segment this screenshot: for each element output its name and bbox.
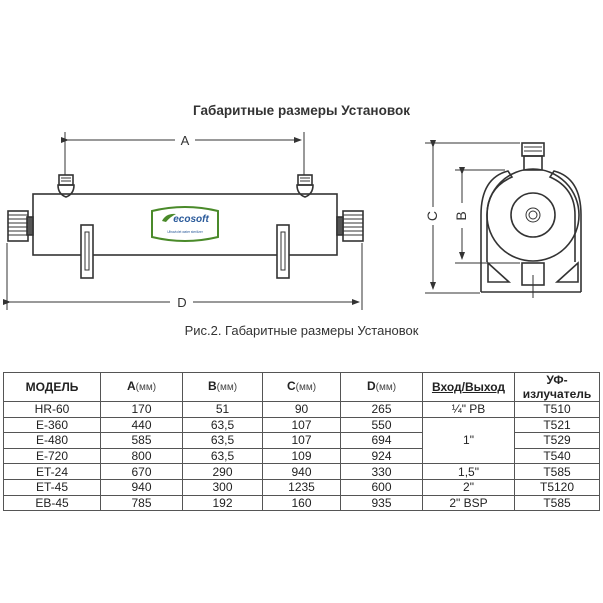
cell-model: ET-45: [3, 478, 101, 496]
cell-d: 330: [340, 463, 423, 480]
dimension-a-label: A: [181, 133, 190, 148]
cell-c: 107: [262, 432, 341, 449]
cell-b: 51: [182, 401, 263, 418]
cell-a: 800: [100, 447, 183, 465]
cell-c: 107: [262, 416, 341, 434]
cell-d: 924: [340, 447, 423, 465]
cell-d: 600: [340, 478, 423, 496]
table-row: E-360 440 63,5 107 550 1" T521: [3, 416, 600, 465]
table-row: ET-45 940 300 1235 600 2" T5120: [3, 478, 600, 496]
outlet-port: [297, 174, 313, 186]
cell-a: 785: [100, 494, 183, 512]
cell-a: 440: [100, 416, 183, 434]
cell-io: 1,5": [422, 463, 515, 480]
cell-model: E-720: [3, 447, 101, 465]
figure-caption: Рис.2. Габаритные размеры Установок: [184, 323, 419, 338]
header-a: A(мм): [100, 372, 183, 402]
cell-d: 694: [340, 432, 423, 449]
cell-a: 670: [100, 463, 183, 480]
cell-io: 2": [422, 478, 515, 496]
header-d: D(мм): [340, 372, 423, 402]
logo-tagline: Ultraviolet water sterilizer: [167, 230, 204, 234]
lamp-circle: [525, 207, 541, 223]
cell-d: 935: [340, 494, 423, 512]
table-header-row: МОДЕЛЬ A(мм) B(мм) C(мм) D(мм) Вход/Выхо…: [3, 372, 600, 402]
side-view: [3, 132, 364, 310]
cell-lamp: T5120: [514, 478, 600, 496]
cell-c: 160: [262, 494, 341, 512]
cell-lamp: T521: [514, 416, 600, 434]
cell-model: E-480: [3, 432, 101, 449]
cell-io: 2" BSP: [422, 494, 515, 512]
table-row: E-480 585 63,5 107 694 T529: [3, 432, 600, 449]
cell-c: 109: [262, 447, 341, 465]
cell-io-merged: 1": [422, 416, 515, 465]
cell-d: 550: [340, 416, 423, 434]
dimension-drawing: A D ecosoft Ultraviolet water sterilizer: [3, 132, 582, 310]
inlet-port-base: [57, 184, 75, 198]
foot-right: [554, 261, 579, 283]
table-row: HR-60 170 51 90 265 ¼" PB T510: [3, 401, 600, 418]
dimension-b-label: B: [453, 211, 469, 220]
cell-b: 63,5: [182, 416, 263, 434]
cell-a: 940: [100, 478, 183, 496]
cell-c: 90: [262, 401, 341, 418]
cell-model: ET-24: [3, 463, 101, 480]
cell-a: 585: [100, 432, 183, 449]
cell-b: 192: [182, 494, 263, 512]
cell-lamp: T585: [514, 463, 600, 480]
outlet-port-base: [296, 184, 314, 198]
cell-b: 63,5: [182, 447, 263, 465]
table-row: E-720 800 63,5 109 924 T540: [3, 447, 600, 465]
dimension-c-label: C: [424, 211, 440, 221]
cell-b: 300: [182, 478, 263, 496]
mounting-clip-right: [276, 224, 290, 279]
cell-d: 265: [340, 401, 423, 418]
cell-a: 170: [100, 401, 183, 418]
cell-c: 1235: [262, 478, 341, 496]
lamp-sleeve-circle: [510, 192, 556, 238]
cell-b: 290: [182, 463, 263, 480]
dimensions-table: МОДЕЛЬ A(мм) B(мм) C(мм) D(мм) Вход/Выхо…: [3, 372, 600, 512]
end-port-neck: [523, 155, 543, 171]
cell-lamp: T529: [514, 432, 600, 449]
cell-model: E-360: [3, 416, 101, 434]
table-row: ET-24 670 290 940 330 1,5" T585: [3, 463, 600, 480]
cell-io: ¼" PB: [422, 401, 515, 418]
cell-c: 940: [262, 463, 341, 480]
header-inlet-outlet: Вход/Выход: [422, 372, 515, 402]
cell-b: 63,5: [182, 432, 263, 449]
dimension-d-label: D: [177, 295, 186, 310]
header-c: C(мм): [262, 372, 341, 402]
cell-lamp: T585: [514, 494, 600, 512]
inlet-port: [58, 174, 74, 186]
end-port: [521, 142, 545, 157]
mounting-clip-left: [80, 224, 94, 279]
housing-circle: [486, 168, 580, 262]
header-b: B(мм): [182, 372, 263, 402]
cell-model: EB-45: [3, 494, 101, 512]
logo-brand: ecosoft: [173, 214, 209, 225]
page-title: Габаритные размеры Установок: [193, 103, 410, 118]
cell-lamp: T510: [514, 401, 600, 418]
cell-model: HR-60: [3, 401, 101, 418]
cell-lamp: T540: [514, 447, 600, 465]
end-view: [425, 140, 582, 298]
header-model: МОДЕЛЬ: [3, 372, 101, 402]
leaf-icon: [162, 213, 176, 222]
ecosoft-logo: ecosoft Ultraviolet water sterilizer: [151, 206, 219, 242]
table-row: EB-45 785 192 160 935 2" BSP T585: [3, 494, 600, 512]
header-uv-lamp: УФ-излучатель: [514, 372, 600, 402]
foot-left: [487, 261, 512, 283]
